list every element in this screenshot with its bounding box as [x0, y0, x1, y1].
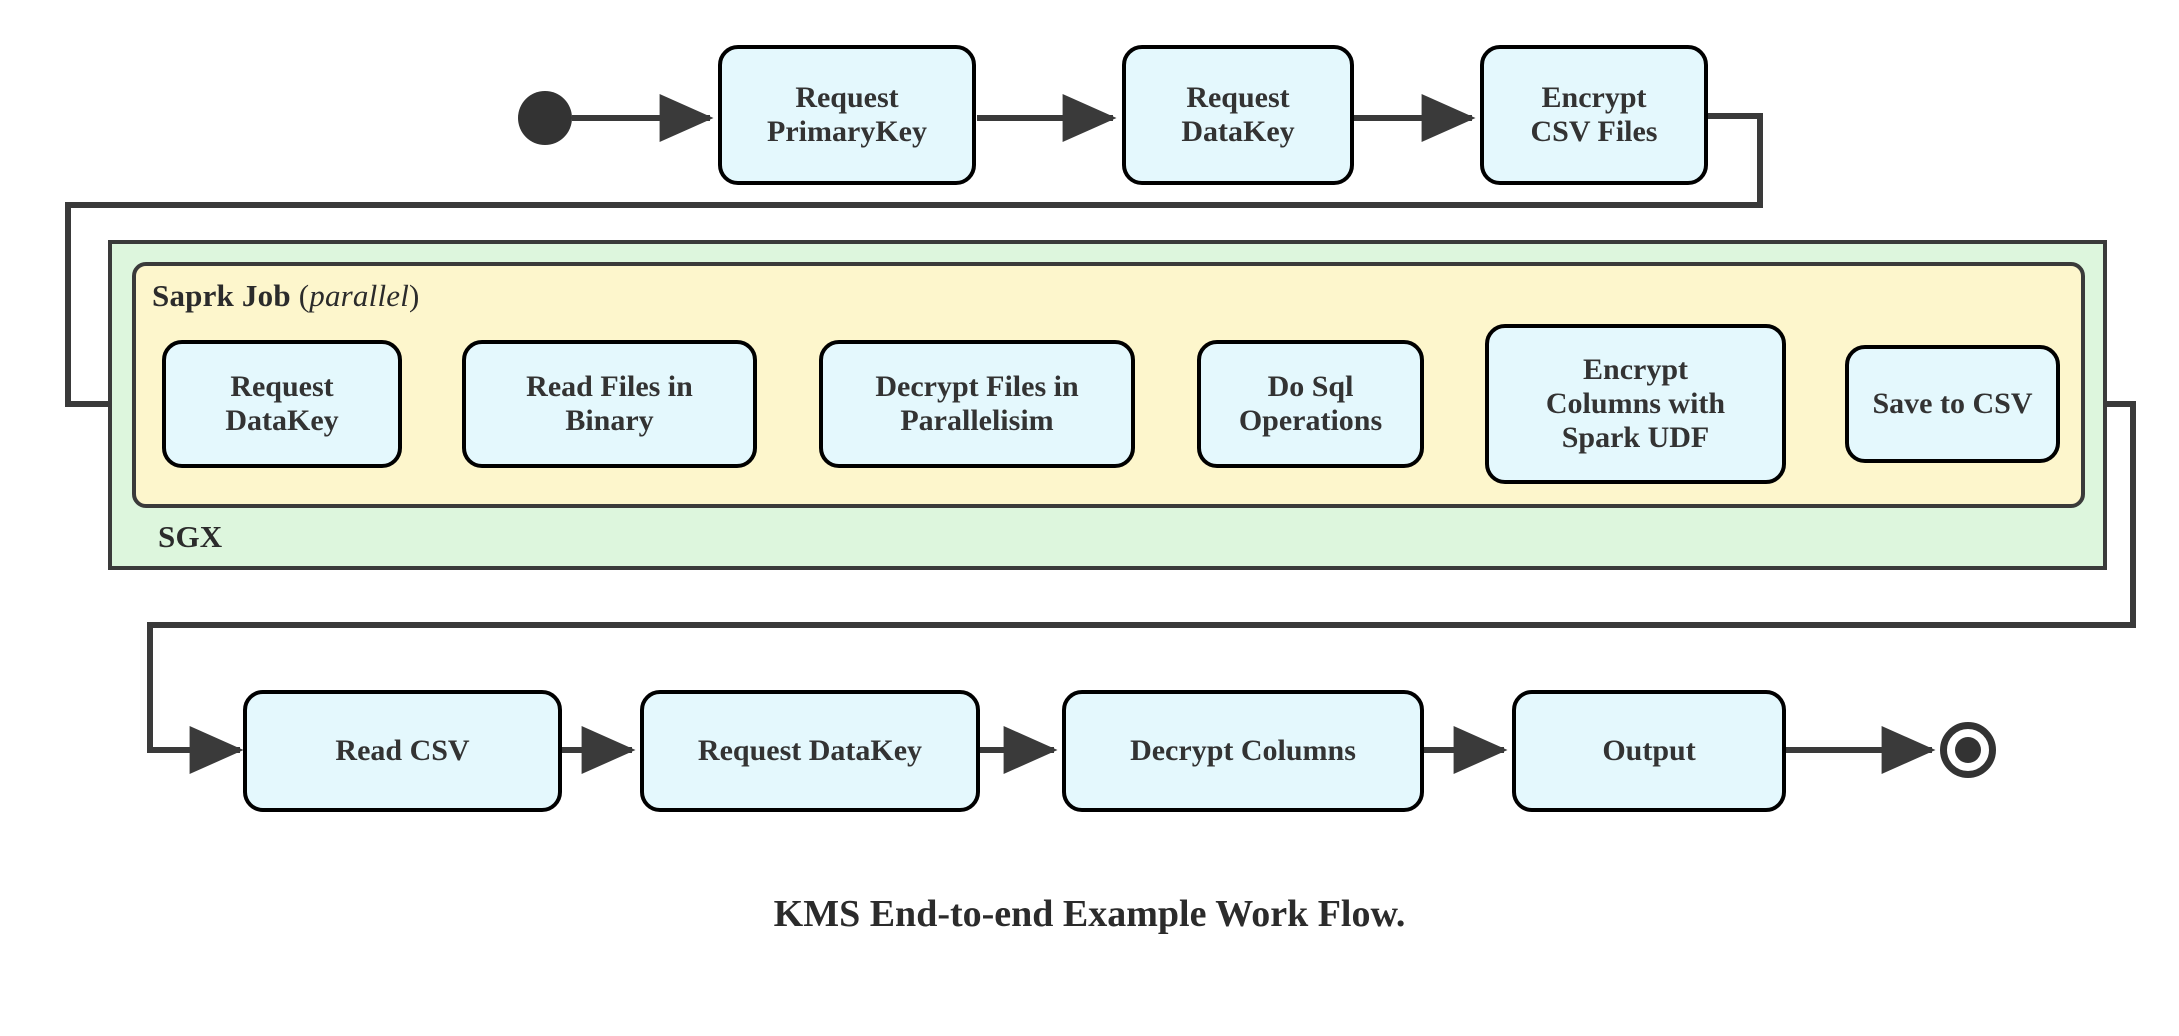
node-decrypt-files-in-parallelisim[interactable]: Decrypt Files in Parallelisim	[819, 340, 1135, 468]
start-node-icon	[518, 91, 572, 145]
node-label: Encrypt CSV Files	[1530, 80, 1658, 148]
sgx-label: SGX	[158, 519, 223, 554]
node-label: Decrypt Files in Parallelisim	[875, 369, 1079, 437]
node-label: Save to CSV	[1872, 386, 2033, 420]
spark-job-label: Saprk Job (parallel)	[152, 278, 420, 314]
node-label: Request DataKey	[697, 733, 923, 767]
node-label: Read CSV	[335, 733, 470, 767]
node-save-to-csv[interactable]: Save to CSV	[1845, 345, 2060, 463]
node-encrypt-csv-files[interactable]: Encrypt CSV Files	[1480, 45, 1708, 185]
node-request-datakey-top[interactable]: Request DataKey	[1122, 45, 1354, 185]
node-do-sql-operations[interactable]: Do Sql Operations	[1197, 340, 1424, 468]
node-label: Output	[1602, 733, 1696, 767]
node-label: Request DataKey	[1181, 80, 1295, 148]
node-label: Request PrimaryKey	[767, 80, 927, 148]
node-label: Read Files in Binary	[526, 369, 693, 437]
spark-job-modifier: (parallel)	[290, 278, 420, 313]
node-label: Request DataKey	[225, 369, 339, 437]
node-output[interactable]: Output	[1512, 690, 1786, 812]
node-read-files-in-binary[interactable]: Read Files in Binary	[462, 340, 757, 468]
spark-job-title: Saprk Job	[152, 278, 291, 313]
node-request-primarykey[interactable]: Request PrimaryKey	[718, 45, 976, 185]
node-request-datakey-bottom[interactable]: Request DataKey	[640, 690, 980, 812]
end-node-inner-dot	[1955, 737, 1981, 763]
node-label: Do Sql Operations	[1238, 369, 1383, 437]
node-encrypt-columns-with-spark-udf[interactable]: Encrypt Columns with Spark UDF	[1485, 324, 1786, 484]
node-decrypt-columns[interactable]: Decrypt Columns	[1062, 690, 1424, 812]
node-label: Decrypt Columns	[1130, 733, 1356, 767]
node-read-csv[interactable]: Read CSV	[243, 690, 562, 812]
spark-job-modifier-text: parallel	[309, 278, 410, 313]
diagram-caption: KMS End-to-end Example Work Flow.	[773, 893, 1406, 935]
node-request-datakey-spark[interactable]: Request DataKey	[162, 340, 402, 468]
end-node-icon	[1940, 722, 1996, 778]
node-label: Encrypt Columns with Spark UDF	[1545, 352, 1726, 455]
